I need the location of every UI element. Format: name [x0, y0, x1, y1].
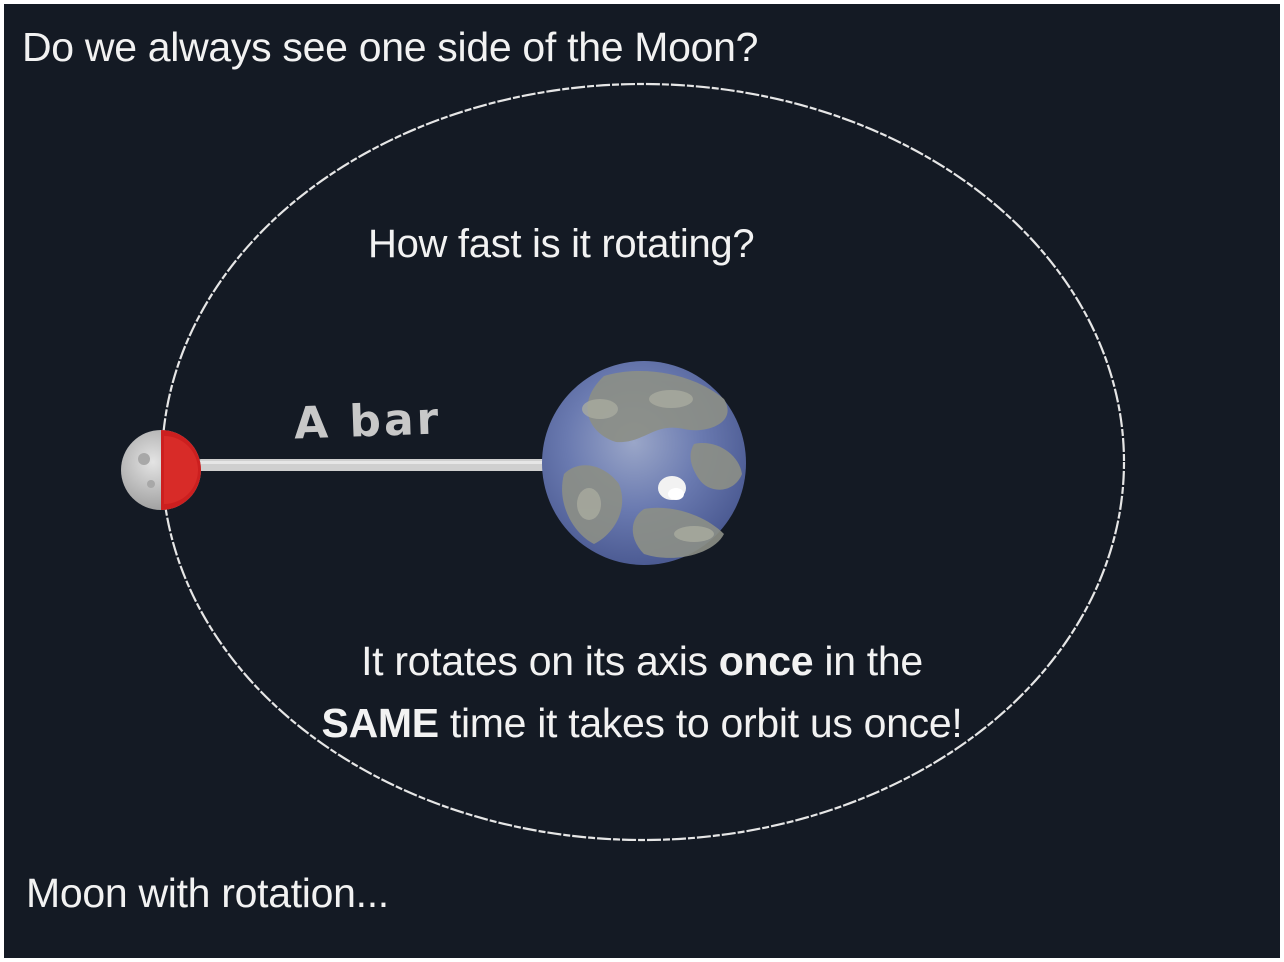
slide: Do we always see one side of the Moon? H…: [4, 4, 1280, 958]
answer-line1-bold: once: [718, 638, 814, 684]
earth: [542, 361, 746, 565]
answer-line1-post: in the: [813, 638, 923, 684]
answer-line1-pre: It rotates on its axis: [361, 638, 719, 684]
answer-line2-post: time it takes to orbit us once!: [438, 700, 963, 746]
moon: [121, 430, 201, 510]
orbit-diagram: [121, 82, 1126, 842]
caption: Moon with rotation...: [26, 870, 389, 916]
bar-label: A bar: [293, 393, 443, 450]
connecting-bar: [198, 459, 546, 471]
answer-text: It rotates on its axis once in the SAME …: [4, 630, 1280, 754]
answer-line2-bold: SAME: [321, 700, 440, 746]
question-text: How fast is it rotating?: [368, 222, 755, 266]
slide-title: Do we always see one side of the Moon?: [22, 24, 759, 70]
